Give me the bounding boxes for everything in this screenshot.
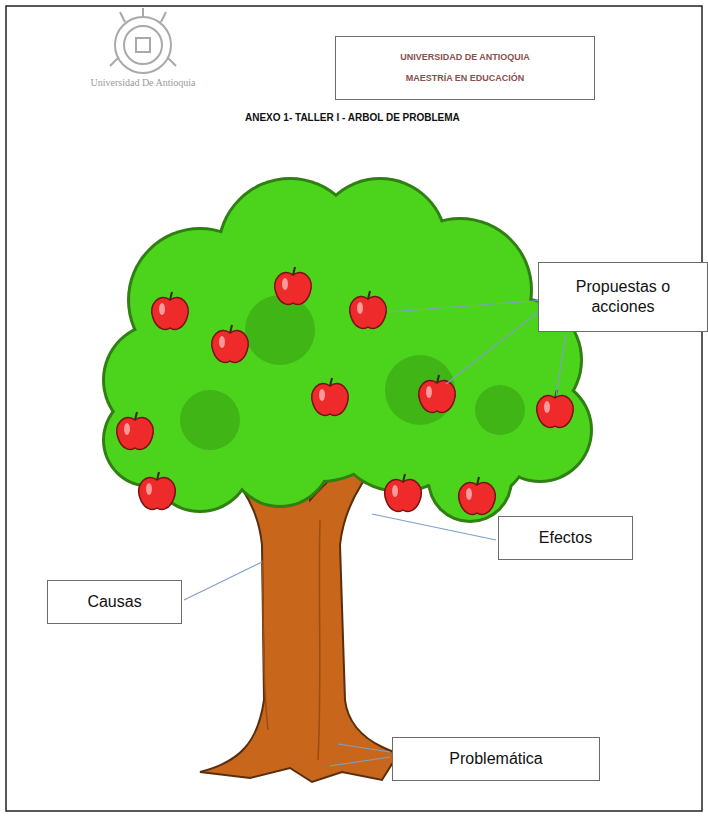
box-text: Efectos bbox=[539, 528, 592, 548]
canopy-shade bbox=[180, 390, 240, 450]
page-frame bbox=[6, 6, 702, 811]
box-text: Causas bbox=[87, 592, 141, 612]
canopy-blob bbox=[430, 440, 510, 520]
tree-canopy bbox=[102, 177, 593, 523]
canopy-blob bbox=[230, 405, 330, 505]
apple bbox=[350, 291, 386, 328]
university-logo bbox=[110, 8, 176, 73]
canopy-shade bbox=[245, 295, 315, 365]
box-text: Problemática bbox=[449, 749, 542, 769]
apple bbox=[275, 267, 311, 304]
apple bbox=[385, 474, 421, 511]
apples bbox=[117, 267, 573, 514]
canopy-shade bbox=[475, 385, 525, 435]
apple bbox=[139, 472, 175, 509]
callout-box: Propuestas o acciones bbox=[538, 262, 708, 332]
apple bbox=[212, 325, 248, 362]
box-text: Propuestas o acciones bbox=[547, 277, 699, 317]
apple bbox=[537, 390, 573, 427]
canopy-shade bbox=[385, 355, 455, 425]
apple bbox=[312, 378, 348, 415]
box-text: UNIVERSIDAD DE ANTIOQUIA bbox=[400, 52, 530, 63]
callout-box: Problemática bbox=[392, 737, 600, 781]
header-box: UNIVERSIDAD DE ANTIOQUIA MAESTRÍA EN EDUC… bbox=[335, 36, 595, 100]
apple bbox=[459, 477, 495, 514]
diagram-title: ANEXO 1- TALLER I - ARBOL DE PROBLEMA bbox=[245, 112, 460, 123]
logo-text: Universidad De Antioquia bbox=[88, 78, 198, 89]
apple bbox=[152, 292, 188, 329]
callout-box: Causas bbox=[47, 580, 182, 624]
trunk-shading bbox=[262, 520, 320, 760]
apple bbox=[117, 412, 153, 449]
callout-box: Efectos bbox=[498, 516, 633, 560]
box-text: MAESTRÍA EN EDUCACIÓN bbox=[406, 73, 525, 84]
